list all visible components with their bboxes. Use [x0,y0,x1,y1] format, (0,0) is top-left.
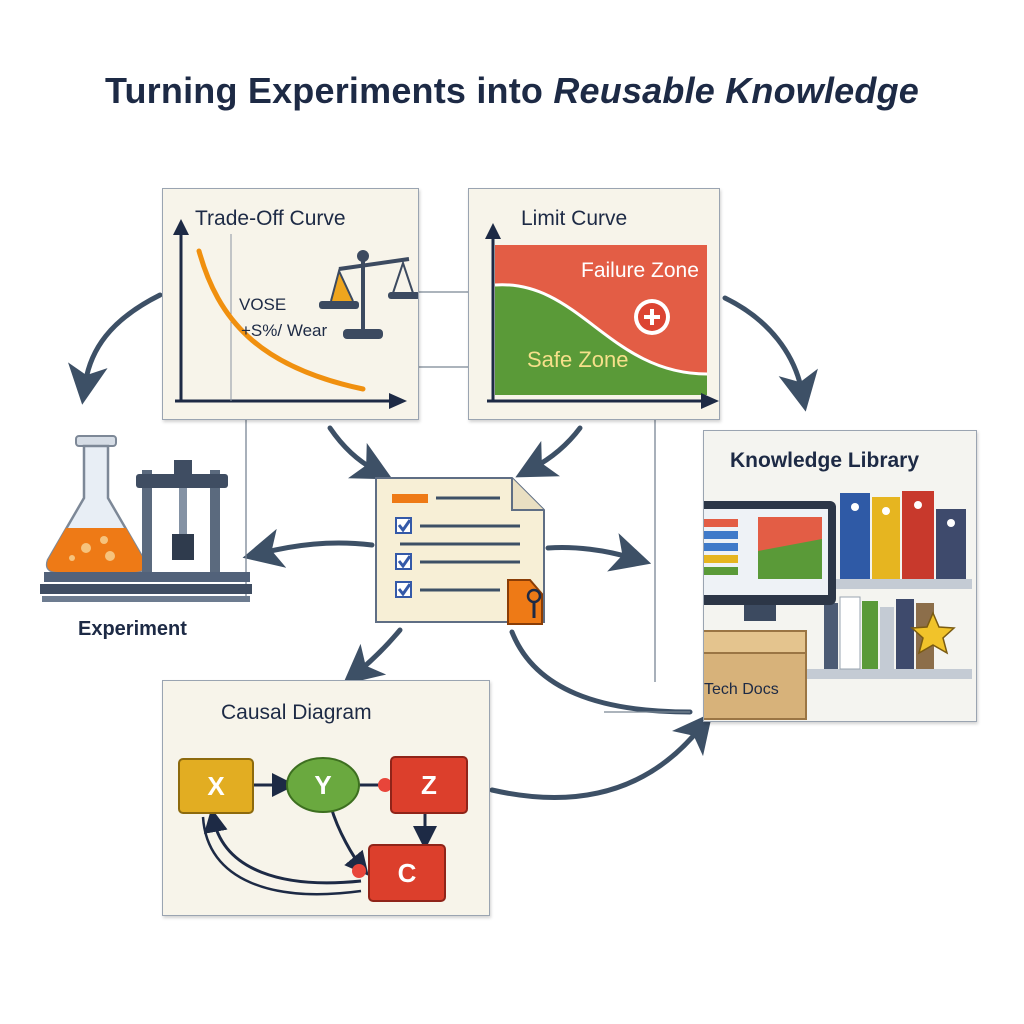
edge-c-dot [352,864,366,878]
arrow-tradeoff-to-doc [327,425,393,480]
arrow-doc-to-library [545,533,652,572]
tradeoff-curve-line [196,248,366,392]
edge-y-z-dot [378,778,392,792]
tradeoff-label-line1: VOSE [239,295,287,314]
monitor-icon [704,501,836,621]
library-title: Knowledge Library [730,449,920,472]
safe-zone-label: Safe Zone [527,347,629,372]
experiment-illustration [40,435,252,602]
lab-bench [44,572,250,582]
limit-boundary-line [494,283,708,376]
arrow-tradeoff-to-experiment [68,292,163,405]
arrow-doc-to-causal [342,627,403,685]
page-title: Turning Experiments into Reusable Knowle… [0,70,1024,112]
node-x-label: X [207,771,225,801]
press-icon [136,460,228,572]
node-z [390,756,468,814]
title-main: Turning Experiments into [104,70,554,111]
arrow-doc-to-library-lower [509,629,693,715]
lock-icon [507,579,543,625]
shelf-bottom [804,669,972,679]
x-axis-arrowhead [701,393,719,409]
limit-curve-panel: Limit Curve Failure Zone Safe Zone [468,188,720,420]
arrow-doc-to-experiment [242,528,375,568]
safe-zone-area [495,284,707,395]
x-axis-arrowhead [389,393,407,409]
failure-zone-label: Failure Zone [581,259,699,282]
tradeoff-title: Trade-Off Curve [195,207,346,230]
node-c [368,844,446,902]
limit-chart [485,223,719,409]
box-icon [704,630,807,720]
causal-diagram-panel: Causal Diagram X Y Z C [162,680,490,916]
tradeoff-curve-panel: Trade-Off Curve VOSE +S%/ Wear [162,188,419,420]
star-icon [910,611,956,655]
arrow-limit-to-doc [515,425,583,478]
library-illustration [704,491,972,720]
node-x [178,758,254,814]
y-axis-arrowhead [173,219,189,235]
limit-title: Limit Curve [521,207,628,230]
node-z-label: Z [421,770,437,800]
edge-c-x [203,808,362,885]
node-y-label: Y [314,770,332,800]
y-axis-arrowhead [485,223,501,239]
experiment-label: Experiment [78,618,187,640]
lab-bench-base [40,584,252,594]
scale-icon [319,250,418,339]
flask-icon [45,435,147,574]
node-y [286,757,360,813]
lab-bench-foot [42,596,250,602]
shelf-top [804,579,972,589]
tech-docs-label: Tech Docs [704,681,779,698]
edge-c-x-outer [201,816,362,896]
arrow-causal-to-library [489,712,713,800]
checklist-document-icon [375,477,545,625]
arrow-limit-to-library [722,295,818,412]
warning-icon [634,299,670,335]
tradeoff-chart [173,219,418,409]
knowledge-library-panel: Knowledge Library Tech Docs [703,430,977,722]
causal-graph [178,756,468,902]
tradeoff-label-line2: +S%/ Wear [241,321,328,340]
title-emphasis: Reusable Knowledge [553,70,920,111]
node-c-label: C [397,858,417,888]
edge-y-c [329,806,369,876]
binder-icon [840,491,966,579]
causal-title: Causal Diagram [221,701,372,724]
